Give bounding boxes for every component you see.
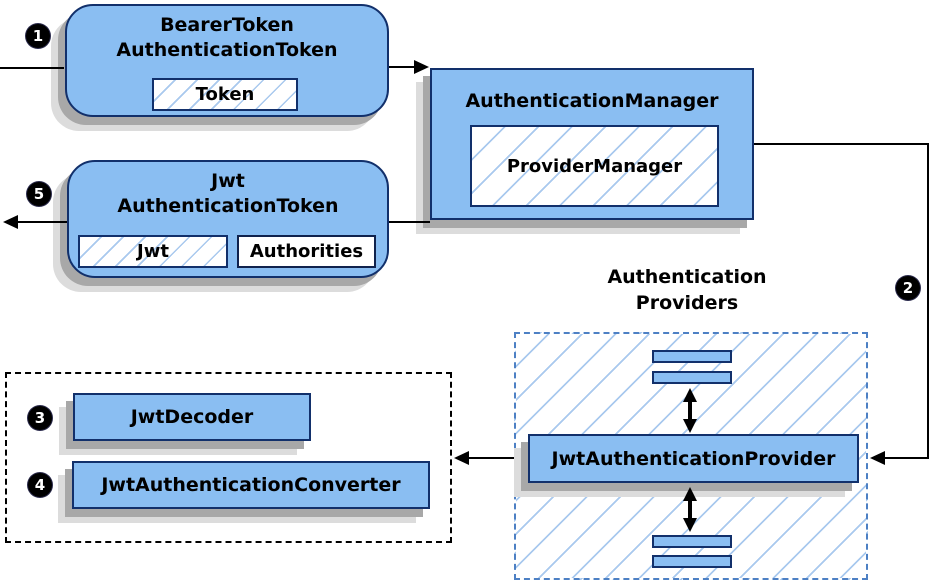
provider-manager-inner-label: ProviderManager — [506, 155, 683, 177]
jwt-authentication-provider-box: JwtAuthenticationProvider — [528, 434, 859, 483]
token-inner-label: Token — [195, 84, 255, 105]
provider-manager-inner-box: ProviderManager — [470, 125, 719, 207]
step-4-badge: 4 — [28, 473, 52, 497]
step-1-badge: 1 — [26, 24, 50, 48]
jwt-inner-label: Jwt — [137, 241, 169, 262]
jwt-support-components-group — [5, 372, 452, 543]
step-2-badge: 2 — [896, 276, 920, 300]
bearer-token-box-title-line1: BearerToken — [160, 14, 294, 36]
token-inner-box: Token — [152, 78, 298, 111]
authentication-providers-label: Authentication Providers — [577, 264, 797, 316]
jwt-token-box-title-line1: Jwt — [211, 170, 245, 192]
provider-bar-bottom-2 — [652, 555, 732, 568]
authentication-providers-label-line2: Providers — [635, 292, 739, 314]
jwt-authentication-converter-box: JwtAuthenticationConverter — [72, 461, 430, 509]
provider-bar-top-1 — [652, 350, 732, 363]
authentication-manager-title: AuthenticationManager — [465, 90, 719, 112]
jwt-authentication-provider-label: JwtAuthenticationProvider — [551, 447, 836, 470]
bearer-token-authentication-token-box: BearerToken AuthenticationToken Token — [65, 4, 389, 117]
authorities-inner-label: Authorities — [249, 241, 364, 262]
jwt-authentication-token-box: Jwt AuthenticationToken Jwt Authorities — [67, 160, 389, 278]
jwt-inner-box: Jwt — [78, 235, 228, 268]
bearer-token-box-title: BearerToken AuthenticationToken — [67, 13, 387, 63]
jwt-authentication-converter-label: JwtAuthenticationConverter — [101, 474, 401, 496]
provider-bar-bottom-1 — [652, 535, 732, 548]
arrowhead-token-to-manager — [414, 60, 429, 74]
jwt-decoder-label: JwtDecoder — [130, 406, 254, 428]
authentication-providers-label-line1: Authentication — [607, 266, 767, 288]
bearer-token-box-title-line2: AuthenticationToken — [116, 39, 338, 61]
jwt-decoder-box: JwtDecoder — [73, 393, 311, 441]
provider-bar-top-2 — [652, 371, 732, 384]
jwt-token-box-title-line2: AuthenticationToken — [117, 195, 339, 217]
arrowhead-provider-to-decoder-group — [454, 451, 469, 465]
arrowhead-manager-to-provider — [870, 451, 885, 465]
authentication-manager-box: AuthenticationManager ProviderManager — [430, 68, 754, 220]
authorities-inner-box: Authorities — [237, 235, 376, 268]
arrowhead-response-out — [3, 215, 18, 229]
step-3-badge: 3 — [28, 406, 52, 430]
step-5-badge: 5 — [27, 182, 51, 206]
jwt-token-box-title: Jwt AuthenticationToken — [69, 169, 387, 219]
